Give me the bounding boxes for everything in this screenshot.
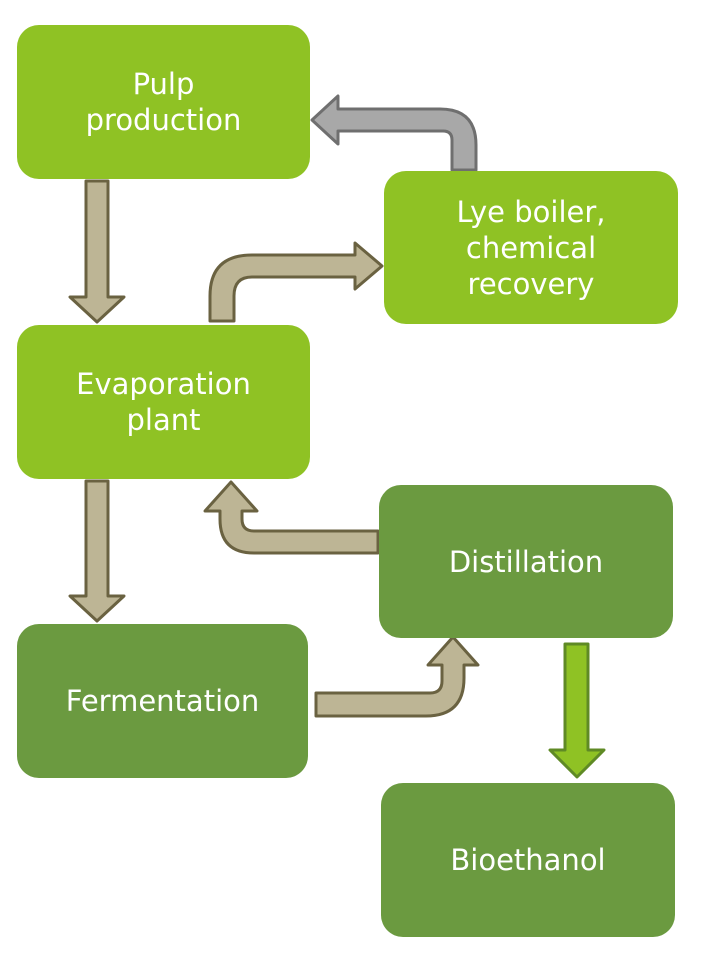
node-label-evaporation-plant: Evaporation plant — [76, 367, 251, 437]
node-bioethanol: Bioethanol — [381, 783, 675, 937]
node-label-fermentation: Fermentation — [65, 684, 260, 718]
arrow-evaporation-to-fermentation — [68, 479, 126, 623]
node-distillation: Distillation — [379, 485, 673, 638]
arrow-distillation-to-evaporation — [203, 480, 380, 555]
node-evaporation-plant: Evaporation plant — [17, 325, 310, 479]
arrow-lye-to-pulp — [310, 94, 478, 172]
arrow-pulp-to-evaporation — [68, 179, 126, 324]
node-pulp-production: Pulp production — [17, 25, 310, 179]
node-label-pulp-production: Pulp production — [85, 67, 242, 137]
arrow-fermentation-to-distillation — [314, 635, 480, 718]
arrow-distillation-to-bioethanol — [548, 642, 606, 779]
node-label-distillation: Distillation — [448, 544, 604, 579]
node-label-bioethanol: Bioethanol — [450, 843, 606, 877]
node-lye-boiler: Lye boiler, chemical recovery — [384, 171, 678, 324]
node-fermentation: Fermentation — [17, 624, 308, 778]
node-label-lye-boiler: Lye boiler, chemical recovery — [456, 194, 606, 301]
arrow-evaporation-to-lye — [208, 241, 384, 323]
